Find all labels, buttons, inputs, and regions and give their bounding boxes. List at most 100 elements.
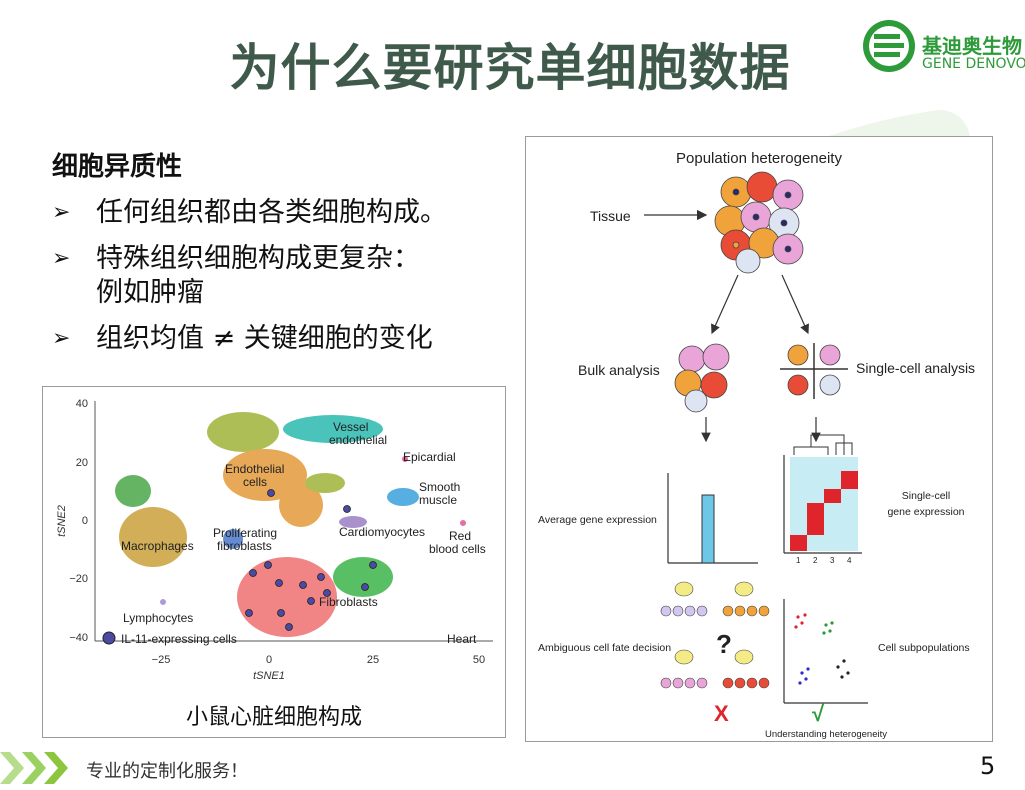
- y-axis-label: tSNE2: [56, 505, 68, 537]
- x-tick-label: 0: [266, 654, 272, 666]
- check-mark-icon: √: [812, 701, 825, 726]
- tsne-figure: 40 20 0 −20 −40 −25 0 25 50 tSNE1 tSNE2: [42, 386, 506, 738]
- il11-cell-marker: [307, 597, 315, 605]
- bullet-item: ➢ 组织均值 ≠ 关键细胞的变化: [52, 322, 522, 356]
- cluster-blob: [339, 516, 367, 528]
- cluster-label: Vessel: [333, 420, 368, 434]
- footer-chevrons-icon: [0, 752, 68, 784]
- il11-cell-marker: [361, 583, 369, 591]
- single-cell-expression-label: gene expression: [887, 506, 964, 518]
- bulk-cells: [674, 343, 730, 413]
- bullet-text-line: 例如肿瘤: [96, 277, 204, 308]
- cluster-blob: [402, 456, 408, 462]
- cluster-label: Proliferating: [213, 526, 277, 540]
- legend-marker-icon: [102, 631, 116, 645]
- cluster-blob: [237, 557, 337, 637]
- y-tick-label: −40: [69, 632, 88, 644]
- gene-denovo-logo: 基迪奥生物 GENE DENOVO: [860, 12, 1025, 82]
- question-mark: ?: [716, 629, 732, 659]
- heterogeneity-diagram: Population heterogeneity Tissue Bulk ana…: [538, 150, 975, 740]
- page-number: 5: [980, 752, 996, 780]
- cluster-blob: [115, 475, 151, 507]
- cluster-blob: [387, 488, 419, 506]
- heatmap-tick: 1: [796, 556, 801, 565]
- heatmap-tick: 4: [847, 556, 852, 565]
- tissue-cells: [714, 171, 804, 274]
- corner-label: Heart: [447, 632, 477, 646]
- cluster-blob: [305, 473, 345, 493]
- ambiguous-fate-label: Ambiguous cell fate decision: [538, 642, 671, 654]
- arrow-bullet-icon: ➢: [52, 326, 71, 351]
- single-cell-expression-label: Single-cell: [902, 490, 950, 502]
- logo-english-text: GENE DENOVO: [922, 56, 1025, 72]
- arrow-bullet-icon: ➢: [52, 246, 71, 271]
- bullet-text-line: 特殊组织细胞构成更复杂：: [96, 243, 420, 274]
- cluster-blob: [160, 599, 166, 605]
- y-tick-label: 0: [82, 515, 88, 527]
- x-axis-label: tSNE1: [253, 670, 285, 682]
- logo-icon: [863, 20, 915, 72]
- arrow-bullet-icon: ➢: [52, 200, 71, 225]
- figure-caption: 小鼠心脏细胞构成: [185, 705, 362, 730]
- single-cell-arrow: [781, 274, 809, 335]
- il11-cell-marker: [299, 581, 307, 589]
- bullet-list: ➢ 任何组织都由各类细胞构成。 ➢ 特殊组织细胞构成更复杂： 例如肿瘤 ➢ 组织…: [52, 196, 522, 368]
- cluster-label: fibroblasts: [217, 539, 272, 553]
- il11-cell-marker: [277, 609, 285, 617]
- il11-cell-marker: [323, 589, 331, 597]
- average-expression-bar-chart: [667, 473, 758, 564]
- cluster-label: Cardiomyocytes: [339, 525, 425, 539]
- il11-cell-marker: [285, 623, 293, 631]
- cluster-blob: [283, 415, 383, 443]
- x-tick-label: −25: [152, 654, 171, 666]
- single-cells: [780, 343, 848, 399]
- il11-cell-marker: [249, 569, 257, 577]
- bulk-arrow: [711, 274, 739, 335]
- legend-label: IL-11-expressing cells: [121, 632, 237, 646]
- logo-chinese-text: 基迪奥生物: [922, 34, 1022, 58]
- il11-cell-marker: [369, 561, 377, 569]
- bullet-item: ➢ 任何组织都由各类细胞构成。: [52, 196, 522, 230]
- il11-cell-marker: [264, 561, 272, 569]
- cluster-blob: [207, 412, 279, 452]
- bullet-text: 特殊组织细胞构成更复杂： 例如肿瘤: [96, 242, 420, 310]
- y-tick-label: −20: [69, 573, 88, 585]
- cluster-label: cells: [243, 475, 267, 489]
- x-tick-label: 25: [367, 654, 379, 666]
- cluster-label: Lymphocytes: [123, 611, 193, 625]
- il11-cell-marker: [317, 573, 325, 581]
- bullet-text: 任何组织都由各类细胞构成。: [96, 197, 447, 228]
- y-tick-label: 20: [76, 457, 88, 469]
- cluster-label: Endothelial: [225, 462, 284, 476]
- single-cell-analysis-label: Single-cell analysis: [856, 360, 975, 376]
- understanding-label: Understanding heterogeneity: [765, 729, 887, 740]
- heatmap-tick: 3: [830, 556, 835, 565]
- cluster-label: Red: [449, 529, 471, 543]
- cluster-label: Smooth: [419, 480, 460, 494]
- cluster-label: Epicardial: [403, 450, 456, 464]
- cell-subpopulations-label: Cell subpopulations: [878, 642, 970, 654]
- cluster-label: muscle: [419, 493, 457, 507]
- cluster-blob: [333, 557, 393, 597]
- average-expression-label: Average gene expression: [538, 514, 657, 526]
- diagram-title: Population heterogeneity: [676, 150, 842, 167]
- x-tick-label: 50: [473, 654, 485, 666]
- il11-cell-marker: [245, 609, 253, 617]
- il11-cell-marker: [275, 579, 283, 587]
- cluster-blob: [223, 529, 243, 549]
- ambiguous-fate-cells: [660, 581, 770, 689]
- bulk-analysis-label: Bulk analysis: [578, 362, 660, 378]
- cluster-blob: [460, 520, 466, 526]
- cluster-label: endothelial: [329, 433, 387, 447]
- section-heading: 细胞异质性: [52, 152, 183, 182]
- cluster-blob: [119, 507, 187, 567]
- il11-cell-marker: [267, 489, 275, 497]
- single-cell-heatmap: 1 2 3 4: [783, 434, 862, 565]
- y-tick-label: 40: [76, 398, 88, 410]
- il11-cell-marker: [343, 505, 351, 513]
- subpopulation-scatter: [783, 599, 868, 704]
- average-expression-bar: [701, 494, 715, 564]
- cluster-label: Macrophages: [121, 539, 194, 553]
- heterogeneity-figure: Population heterogeneity Tissue Bulk ana…: [525, 136, 993, 742]
- page-title: 为什么要研究单细胞数据: [229, 39, 791, 97]
